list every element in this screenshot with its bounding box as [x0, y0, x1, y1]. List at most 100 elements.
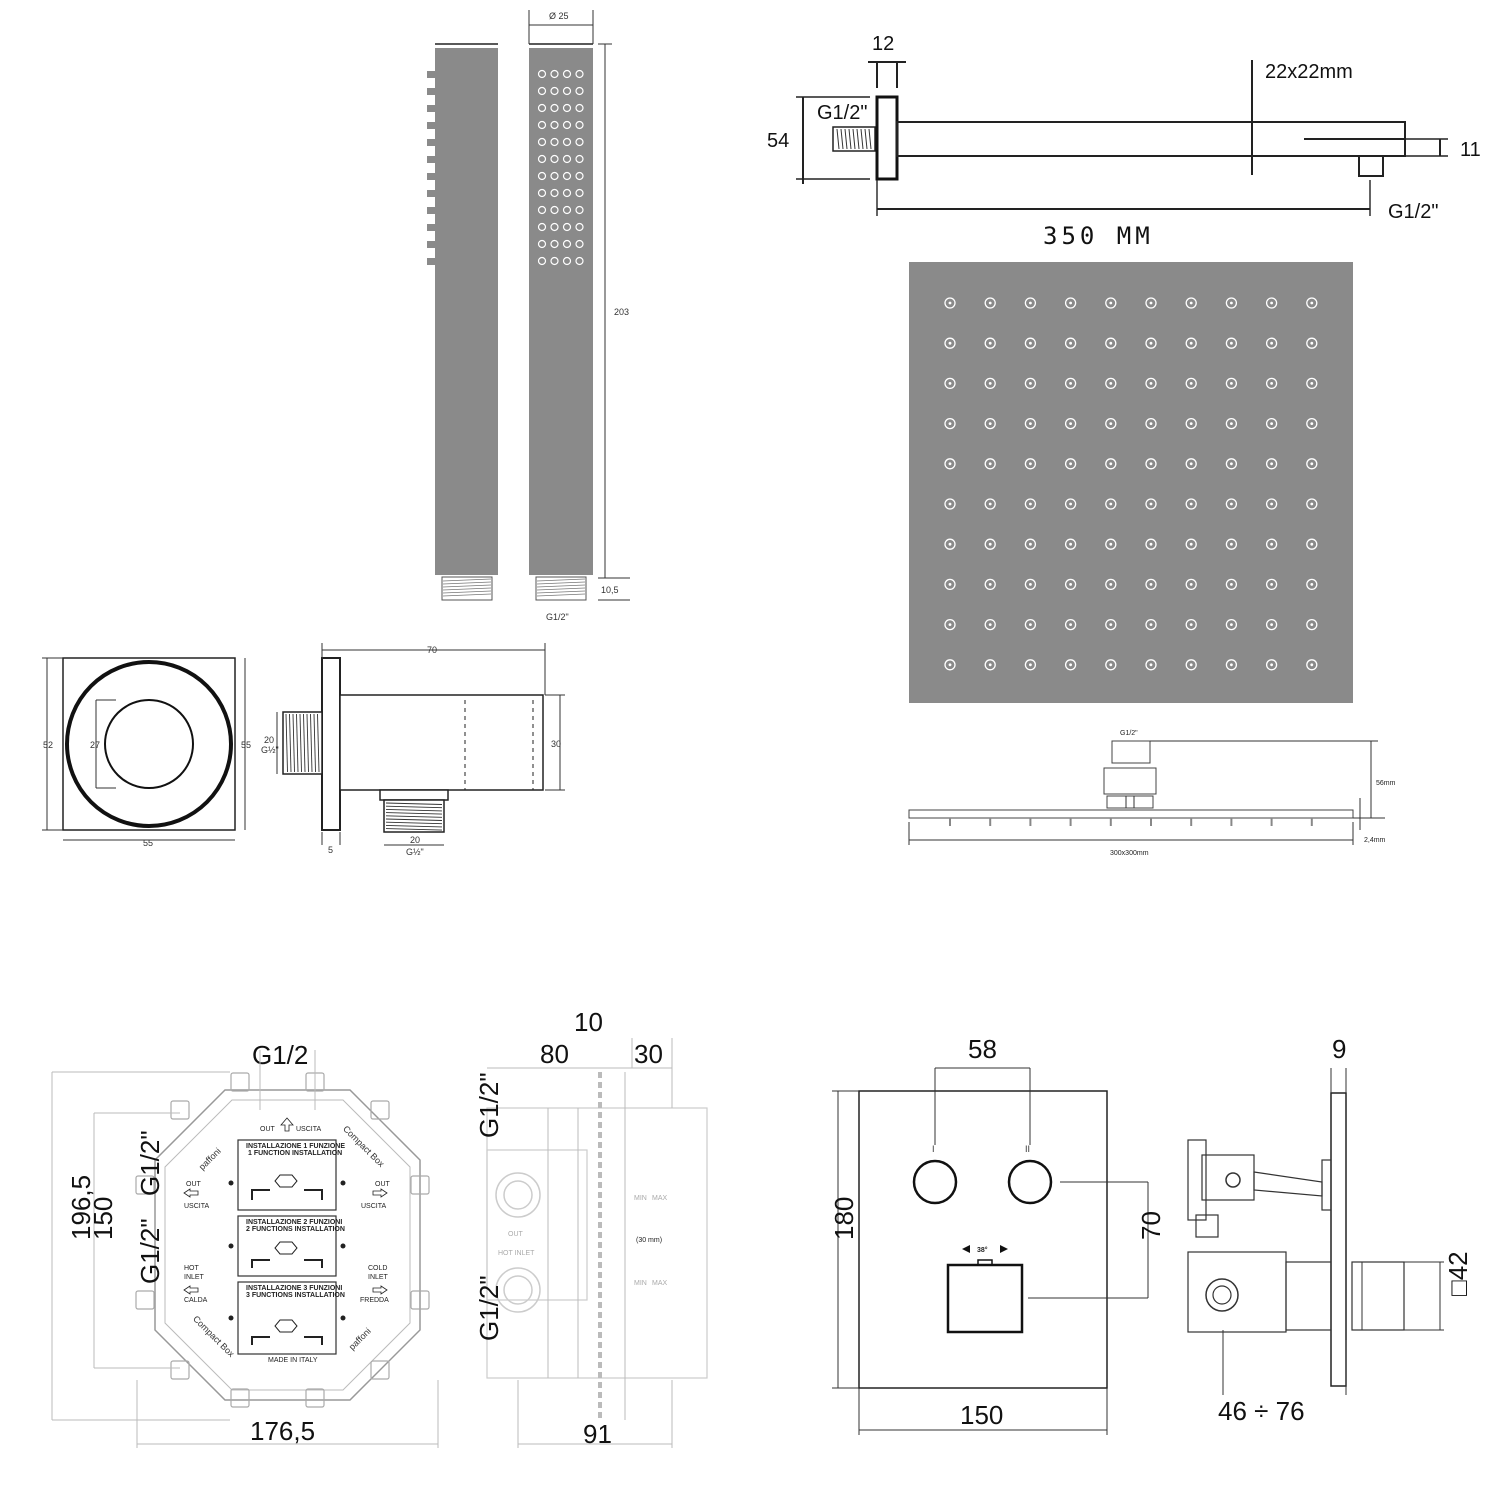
- hand-shower-nozzle: [550, 171, 559, 181]
- shower-head-nozzle: [1145, 578, 1157, 591]
- control-side-drawing: 9 □42 46 ÷ 76: [1187, 1034, 1473, 1426]
- shower-head-nozzle: [1225, 538, 1238, 550]
- shower-head-nozzle: [1145, 297, 1157, 309]
- shower-head-nozzle: [1064, 417, 1077, 430]
- side-depth-80-label: 80: [540, 1039, 569, 1069]
- side-depth-30-label: 30: [634, 1039, 663, 1069]
- side-center-label: (30 mm): [636, 1237, 662, 1244]
- hand-shower-nozzle: [562, 188, 572, 198]
- hand-shower-nozzle: [537, 103, 547, 113]
- wall-outlet-plate-height-label: 52: [43, 740, 53, 750]
- hand-shower-nozzle: [575, 256, 584, 266]
- shower-head-nozzle: [1225, 659, 1238, 671]
- hand-shower-nozzle: [562, 205, 572, 215]
- shower-head-nozzle: [1024, 297, 1037, 309]
- shower-head-nozzle: [1145, 337, 1157, 349]
- side-thread-upper-label: G1/2": [474, 1072, 504, 1138]
- side-bottom-label: 91: [583, 1419, 612, 1449]
- shower-head-side-plate: [908, 809, 1354, 819]
- shower-head-nozzle: [1064, 538, 1077, 550]
- shower-head-nozzle: [1024, 458, 1037, 470]
- shower-head-nozzle: [1145, 538, 1157, 550]
- shower-head-nozzle: [1064, 618, 1077, 631]
- wall-outlet-plate-height-outer-label: 55: [241, 740, 251, 750]
- hand-shower-nozzle: [575, 137, 584, 147]
- shower-head-nozzle: [984, 337, 996, 349]
- shower-head-nozzle: [1225, 498, 1238, 510]
- shower-arm-wall-plate: [875, 95, 899, 181]
- hand-shower-side-nozzles: [427, 71, 435, 265]
- shower-head-nozzle: [944, 417, 956, 430]
- shower-head-nozzle: [1105, 578, 1117, 591]
- shower-head-nozzle: [1064, 297, 1077, 309]
- shower-head-nozzle-grid: [944, 297, 1318, 671]
- shower-head-nozzle: [1064, 377, 1077, 390]
- shower-head-nozzle: [984, 377, 996, 390]
- hand-shower-nozzle: [537, 171, 547, 181]
- shower-head-nozzle: [1306, 659, 1318, 671]
- hand-shower-nozzle: [562, 137, 572, 147]
- shower-arm-outlet: [1358, 155, 1384, 177]
- hand-shower-side-body: [435, 48, 498, 575]
- hand-shower-side-nozzle: [427, 156, 435, 163]
- hand-shower-nozzle: [550, 86, 559, 96]
- hand-shower-nozzle: [562, 69, 572, 79]
- shower-head-nozzle: [944, 578, 956, 591]
- shower-head-nozzle: [1306, 377, 1318, 390]
- shower-head-nozzle: [1225, 458, 1238, 470]
- shower-arm-tube-section-label: 22x22mm: [1265, 61, 1353, 83]
- box-hot-inlet: INLET: [184, 1274, 205, 1281]
- shower-head-nozzle: [1105, 538, 1117, 550]
- shower-head-nozzle: [1105, 377, 1117, 390]
- shower-head-nozzle: [1306, 458, 1318, 470]
- shower-head-nozzle: [1145, 618, 1157, 631]
- shower-head-nozzle: [1306, 337, 1318, 349]
- control-spacing-label: 58: [968, 1034, 997, 1064]
- hand-shower-nozzle: [562, 239, 572, 249]
- shower-head-nozzle: [1024, 417, 1037, 430]
- shower-head-inlet-label: G1/2": [1120, 730, 1138, 737]
- shower-head-nozzle: [1265, 498, 1278, 510]
- box-compact-top: Compact Box: [341, 1124, 387, 1170]
- box-thread-lower-label: G1/2": [135, 1218, 165, 1284]
- wall-outlet-plate-thickness-label: 5: [328, 845, 333, 855]
- shower-head-nozzle: [1024, 659, 1037, 671]
- compact-box-outline: [154, 1089, 421, 1401]
- compact-box-front-drawing: INSTALLAZIONE 1 FUNZIONE 1 FUNCTION INST…: [51, 1040, 439, 1448]
- control-plate: [858, 1090, 1108, 1389]
- wall-outlet-ring: [65, 660, 233, 828]
- hand-shower-nozzle: [550, 137, 559, 147]
- shower-head-nozzle: [1306, 297, 1318, 309]
- shower-head-nozzle: [1306, 578, 1318, 591]
- shower-head-nozzle: [1185, 337, 1197, 349]
- wall-outlet-depth-label: 70: [427, 645, 437, 655]
- shower-arm-outlet-thread-label: G1/2": [1388, 201, 1438, 223]
- hand-shower-nozzle: [550, 256, 559, 266]
- hand-shower-nozzle: [562, 154, 572, 164]
- shower-head-nozzle: [1306, 417, 1318, 430]
- control-side-thickness-label: 9: [1332, 1034, 1346, 1064]
- hand-shower-side-nozzle: [427, 173, 435, 180]
- shower-head-nozzle: [1064, 337, 1077, 349]
- shower-head-nozzle: [1265, 578, 1278, 591]
- shower-head-nozzle: [984, 417, 996, 430]
- hand-shower-nozzle: [575, 86, 584, 96]
- box-inst1-en: 1 FUNCTION INSTALLATION: [248, 1150, 342, 1157]
- shower-head-nozzle: [1064, 458, 1077, 470]
- shower-head-nozzle: [1225, 417, 1238, 430]
- shower-head-nozzle: [944, 618, 956, 631]
- hand-shower-nozzle: [537, 222, 547, 232]
- wall-outlet-thread-height-label: 20: [264, 735, 274, 745]
- shower-head-nozzle: [944, 297, 956, 309]
- hand-shower-nozzle: [562, 120, 572, 130]
- shower-head-nozzle: [984, 578, 996, 591]
- control-front-drawing: 58 I II 38° 180 70 150: [829, 1034, 1166, 1435]
- hand-shower-nozzle: [537, 154, 547, 164]
- shower-head-nozzle: [1105, 337, 1117, 349]
- side-min-1: MIN: [634, 1195, 647, 1202]
- box-fredda: FREDDA: [360, 1297, 389, 1304]
- box-width-label: 176,5: [250, 1416, 315, 1446]
- shower-head-nozzle: [1185, 538, 1197, 550]
- shower-head-nozzle: [1145, 377, 1157, 390]
